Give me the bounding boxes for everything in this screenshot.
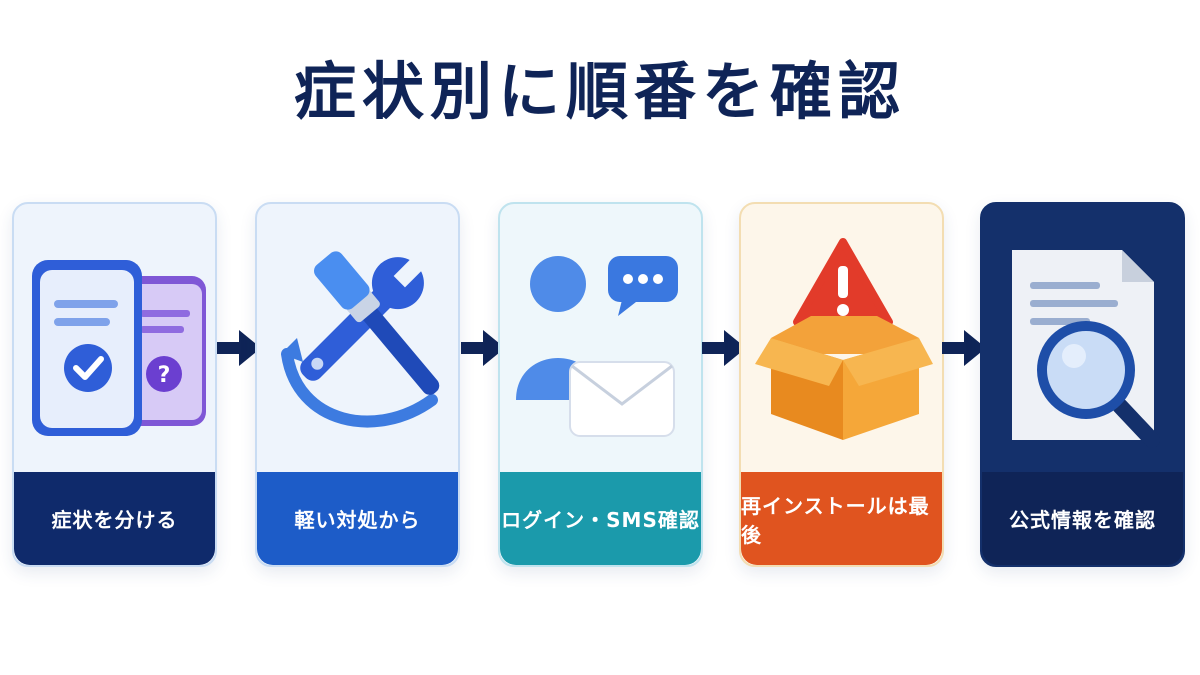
step-label-3: ログイン・SMS確認 [500, 472, 701, 565]
step-card-4: 再インストールは最後 [739, 202, 944, 567]
step-label-5: 公式情報を確認 [982, 472, 1183, 565]
step-label-4: 再インストールは最後 [741, 472, 942, 565]
document-magnifier-icon [1012, 250, 1160, 448]
step-card-1-visual: ? [14, 204, 215, 476]
step-card-2: 軽い対処から [255, 202, 460, 567]
user-chat-mail-icon [516, 256, 678, 437]
step-label-1: 症状を分ける [14, 472, 215, 565]
step-card-4-visual [741, 204, 942, 476]
arrow-right-icon [698, 322, 750, 374]
svg-text:?: ? [158, 363, 171, 388]
step-card-3-visual [500, 204, 701, 476]
step-card-3: ログイン・SMS確認 [498, 202, 703, 567]
arrow-right-icon [938, 322, 990, 374]
step-label-2: 軽い対処から [257, 472, 458, 565]
step-card-2-visual [257, 204, 458, 476]
wrench-brush-icon [281, 251, 440, 428]
step-card-5: 公式情報を確認 [980, 202, 1185, 567]
box-warning-icon [755, 238, 933, 440]
step-card-5-visual [982, 204, 1183, 476]
step-card-1: ? 症状を分ける [12, 202, 217, 567]
arrow-right-icon [213, 322, 265, 374]
page-title: 症状別に順番を確認 [293, 55, 906, 128]
documents-check-question-icon: ? [32, 260, 206, 436]
arrow-right-icon [457, 322, 509, 374]
